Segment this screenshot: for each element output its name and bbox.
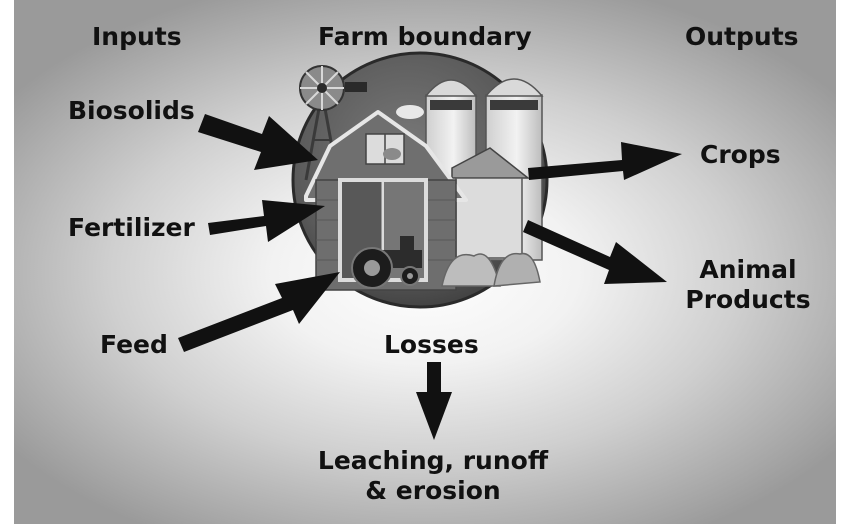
label-fertilizer: Fertilizer (68, 213, 195, 242)
header-farm-boundary: Farm boundary (318, 22, 532, 51)
label-crops: Crops (700, 140, 781, 169)
label-leaching-line1: Leaching, runoff (317, 446, 549, 475)
arrow-feed (178, 272, 340, 352)
arrow-biosolids (198, 114, 318, 170)
arrow-animal-products (523, 220, 667, 284)
tractor-icon (351, 236, 422, 289)
arrow-crops (528, 142, 682, 180)
arrow-losses (416, 362, 452, 440)
label-animal-products: Animal Products (680, 255, 816, 315)
windmill-icon (299, 65, 367, 181)
flow-arrows (178, 114, 682, 440)
label-losses: Losses (384, 330, 479, 359)
hay-icon (441, 252, 541, 287)
label-animal-line2: Products (685, 285, 811, 314)
label-leaching-line2: & erosion (365, 476, 501, 505)
arrow-fertilizer (208, 200, 325, 242)
label-leaching: Leaching, runoff & erosion (298, 446, 568, 506)
header-outputs: Outputs (685, 22, 799, 51)
farm-illustration (291, 51, 549, 309)
cloud-icon (396, 105, 424, 119)
label-feed: Feed (100, 330, 168, 359)
label-animal-line1: Animal (699, 255, 797, 284)
header-inputs: Inputs (92, 22, 182, 51)
label-biosolids: Biosolids (68, 96, 195, 125)
